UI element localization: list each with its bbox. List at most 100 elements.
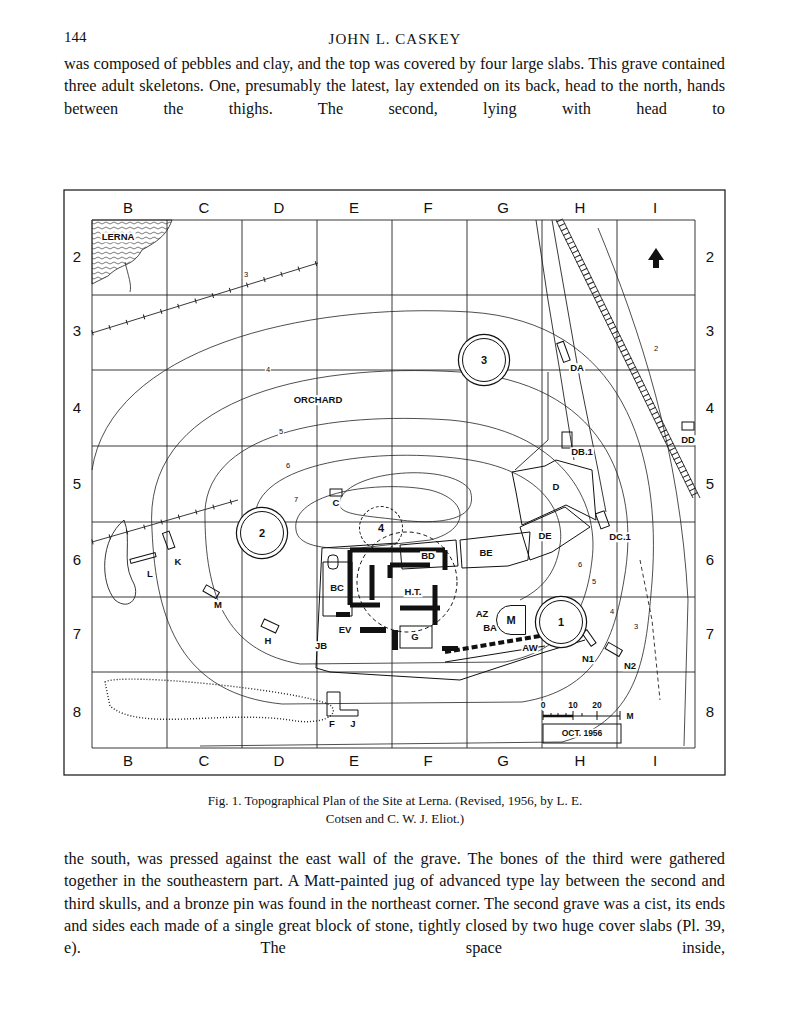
grid-number: 8 bbox=[706, 704, 714, 719]
area-label: DA bbox=[569, 363, 585, 373]
body-text: the south, was pressed against the east … bbox=[64, 848, 725, 959]
area-label: DE bbox=[537, 531, 552, 541]
area-label: DB.1 bbox=[570, 447, 594, 457]
wall bbox=[336, 550, 545, 662]
scale-bar bbox=[543, 724, 621, 743]
marsh-outline bbox=[105, 679, 333, 722]
small-trench bbox=[330, 489, 342, 496]
pit-number: M bbox=[506, 615, 515, 626]
sea bbox=[92, 220, 172, 284]
scale-number: 20 bbox=[591, 701, 602, 710]
area-label: J bbox=[349, 719, 356, 729]
scale-unit: M bbox=[625, 712, 634, 721]
area-label: D bbox=[552, 482, 561, 492]
grid-number: 7 bbox=[73, 626, 81, 641]
scale-bar bbox=[543, 711, 620, 720]
excavation-outline bbox=[316, 543, 585, 680]
excavation-outline bbox=[316, 460, 596, 716]
contour-line bbox=[205, 418, 593, 664]
grid-line bbox=[92, 220, 695, 748]
figure-frame bbox=[64, 190, 725, 775]
sea bbox=[92, 220, 172, 292]
fence-line bbox=[92, 500, 238, 542]
grid-number: 6 bbox=[73, 552, 81, 567]
wall bbox=[336, 612, 350, 617]
grid-letter: G bbox=[497, 200, 509, 215]
grid-number: 3 bbox=[706, 323, 714, 338]
railway bbox=[556, 220, 700, 498]
grid-number: 5 bbox=[73, 476, 81, 491]
grid-letter: B bbox=[123, 200, 133, 215]
pit-number: 3 bbox=[481, 355, 487, 366]
page-number: 144 bbox=[64, 30, 124, 45]
small-trench bbox=[130, 341, 694, 656]
contour-number: 5 bbox=[278, 428, 284, 436]
grid-number: 2 bbox=[706, 249, 714, 264]
contour-line bbox=[598, 228, 688, 746]
contour-line bbox=[339, 473, 471, 522]
small-trench bbox=[557, 341, 570, 362]
small-trench bbox=[261, 619, 279, 633]
grid-letter: H bbox=[575, 753, 586, 768]
grid-letter: I bbox=[653, 200, 657, 215]
excavation-outline bbox=[327, 692, 358, 716]
area-label: H.T. bbox=[404, 587, 423, 597]
grid-letter: D bbox=[274, 200, 285, 215]
grid-number: 5 bbox=[706, 476, 714, 491]
grid-number: 6 bbox=[706, 552, 714, 567]
grid-letter: B bbox=[123, 753, 133, 768]
grid-number: 8 bbox=[73, 704, 81, 719]
pit-number: 1 bbox=[558, 617, 564, 628]
area-label: N1 bbox=[581, 654, 595, 664]
area-label: BC bbox=[329, 583, 345, 593]
road-line bbox=[552, 220, 606, 512]
figure-caption: Fig. 1. Topographical Plan of the Site a… bbox=[190, 792, 600, 828]
grid-letter: C bbox=[199, 200, 210, 215]
north-arrow bbox=[648, 248, 664, 260]
small-trench bbox=[203, 585, 219, 599]
area-label: DD bbox=[680, 435, 696, 445]
railway bbox=[556, 220, 693, 498]
area-label: DC.1 bbox=[608, 532, 632, 542]
excavation-outline bbox=[520, 507, 590, 560]
road-line bbox=[536, 220, 574, 460]
area-label: L bbox=[146, 569, 154, 579]
contour-line bbox=[296, 487, 460, 549]
pit-number: 4 bbox=[378, 523, 384, 534]
excavation-outline bbox=[400, 626, 432, 648]
area-label: AW bbox=[521, 643, 538, 653]
scale-date: OCT. 1956 bbox=[561, 729, 604, 738]
railway bbox=[560, 220, 697, 498]
contour-number: 6 bbox=[577, 561, 583, 569]
wall bbox=[445, 636, 540, 652]
contour-number: 6 bbox=[285, 462, 291, 470]
road-line bbox=[640, 560, 660, 700]
pit-circle: 3 bbox=[462, 338, 506, 382]
place-name: ORCHARD bbox=[293, 395, 344, 405]
railway bbox=[563, 220, 700, 498]
grid-number: 4 bbox=[706, 400, 714, 415]
area-label: G bbox=[410, 632, 419, 642]
grid-letter: C bbox=[199, 753, 210, 768]
wall bbox=[392, 630, 398, 650]
contour-number: 7 bbox=[293, 496, 299, 504]
road-line bbox=[515, 372, 548, 470]
contour-number: 4 bbox=[265, 366, 271, 374]
area-label: AZ bbox=[475, 609, 490, 619]
wall bbox=[360, 627, 386, 633]
contour-number: 2 bbox=[653, 345, 659, 353]
grid-number: 4 bbox=[73, 400, 81, 415]
pit-circle: 1 bbox=[539, 600, 583, 644]
small-trench bbox=[582, 630, 596, 647]
area-label: JB bbox=[314, 641, 328, 651]
area-label: C bbox=[332, 498, 341, 508]
area-label: BD bbox=[420, 551, 436, 561]
area-label: M bbox=[213, 600, 223, 610]
grid-number: 7 bbox=[706, 626, 714, 641]
area-label: N2 bbox=[623, 661, 637, 671]
pit-circle: 4 bbox=[359, 506, 403, 550]
sea bbox=[125, 262, 131, 292]
area-label: EV bbox=[338, 625, 353, 635]
